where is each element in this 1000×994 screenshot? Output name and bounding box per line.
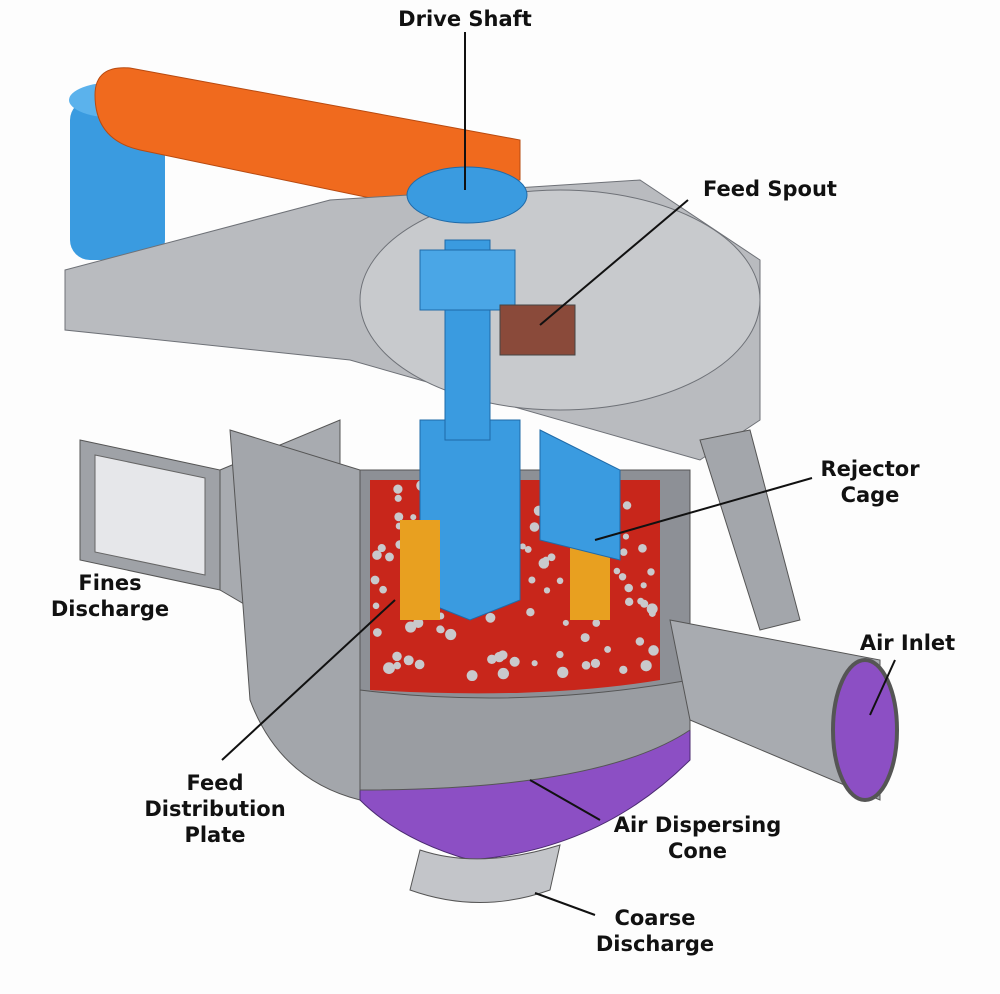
particle (377, 544, 386, 553)
particle (497, 667, 510, 680)
particle (394, 494, 402, 502)
label-line: Plate (184, 823, 246, 847)
particle (529, 522, 540, 532)
particle (372, 602, 380, 610)
particle (624, 597, 634, 607)
particle (590, 658, 601, 669)
particle (405, 621, 417, 633)
particle (524, 545, 532, 553)
particle (580, 633, 590, 643)
particle (622, 501, 632, 510)
feed-spout (499, 304, 576, 356)
particle (635, 637, 645, 646)
particle (556, 577, 564, 585)
leader-feed-spout (539, 199, 689, 326)
particle (619, 548, 628, 556)
particle (624, 583, 633, 593)
particle (394, 512, 404, 522)
label-line: Air Dispersing (613, 813, 782, 837)
rotor (400, 419, 621, 621)
particle (466, 670, 478, 682)
particle (613, 567, 621, 575)
particle (557, 666, 569, 678)
particle (526, 608, 535, 617)
particle (547, 553, 556, 562)
particle (531, 660, 538, 667)
particle (414, 659, 425, 670)
label-feed-spout: Feed Spout (703, 177, 837, 201)
particle (622, 533, 630, 540)
particle (519, 543, 526, 550)
housing-body (229, 429, 361, 801)
label-line: Feed (186, 771, 244, 795)
label-line: Cone (667, 839, 728, 863)
air-inlet-duct (669, 619, 899, 802)
particle (637, 597, 645, 605)
label-air-dispersing-cone: Air Dispersing Cone (600, 812, 795, 864)
drive-shaft (406, 166, 528, 441)
particle (581, 660, 591, 670)
particle (556, 650, 564, 659)
particle (494, 651, 505, 663)
particle (648, 610, 656, 617)
label-line: Cage (840, 483, 900, 507)
particle (403, 655, 414, 666)
label-feed-distribution-plate: Feed Distribution Plate (140, 770, 290, 848)
label-fines-discharge: Fines Discharge (45, 570, 175, 622)
particle (372, 550, 382, 560)
particle (640, 582, 647, 589)
particle (487, 654, 497, 665)
particle (445, 628, 457, 641)
label-line: Coarse (614, 906, 696, 930)
particle (604, 645, 612, 653)
label-line: Distribution (144, 797, 286, 821)
particle (647, 568, 655, 576)
coarse-discharge (409, 844, 561, 903)
particle (640, 660, 652, 672)
particle (638, 544, 647, 553)
leader-rejector-cage (594, 477, 813, 541)
leader-air-dispersing (529, 779, 601, 821)
particle (562, 619, 569, 626)
particle (618, 573, 627, 581)
particle (373, 628, 382, 637)
particle (385, 552, 394, 562)
particle (393, 484, 403, 494)
particle (509, 656, 520, 667)
particle (379, 585, 387, 594)
particle (592, 619, 601, 627)
particle (619, 665, 628, 675)
particle (542, 556, 550, 564)
particle (383, 662, 395, 675)
label-line: Discharge (595, 932, 715, 956)
particle (436, 625, 445, 634)
label-rejector-cage: Rejector Cage (810, 456, 930, 508)
particle (392, 651, 402, 662)
particle (410, 514, 417, 521)
cone-band (359, 679, 691, 791)
leader-air-inlet (869, 659, 896, 716)
particle (370, 575, 380, 585)
particle (648, 645, 659, 656)
label-line: Fines (78, 571, 142, 595)
leader-feed-distribution (221, 599, 396, 761)
particle (485, 612, 496, 623)
label-drive-shaft: Drive Shaft (398, 7, 532, 31)
support-leg (699, 429, 801, 631)
particle (543, 587, 551, 594)
label-line: Discharge (50, 597, 170, 621)
leader-coarse-discharge (534, 892, 596, 916)
particle (528, 576, 536, 584)
particle (393, 661, 402, 670)
label-air-inlet: Air Inlet (859, 631, 956, 655)
label-line: Rejector (820, 457, 920, 481)
label-coarse-discharge: Coarse Discharge (590, 905, 720, 957)
leader-lines (221, 32, 896, 916)
